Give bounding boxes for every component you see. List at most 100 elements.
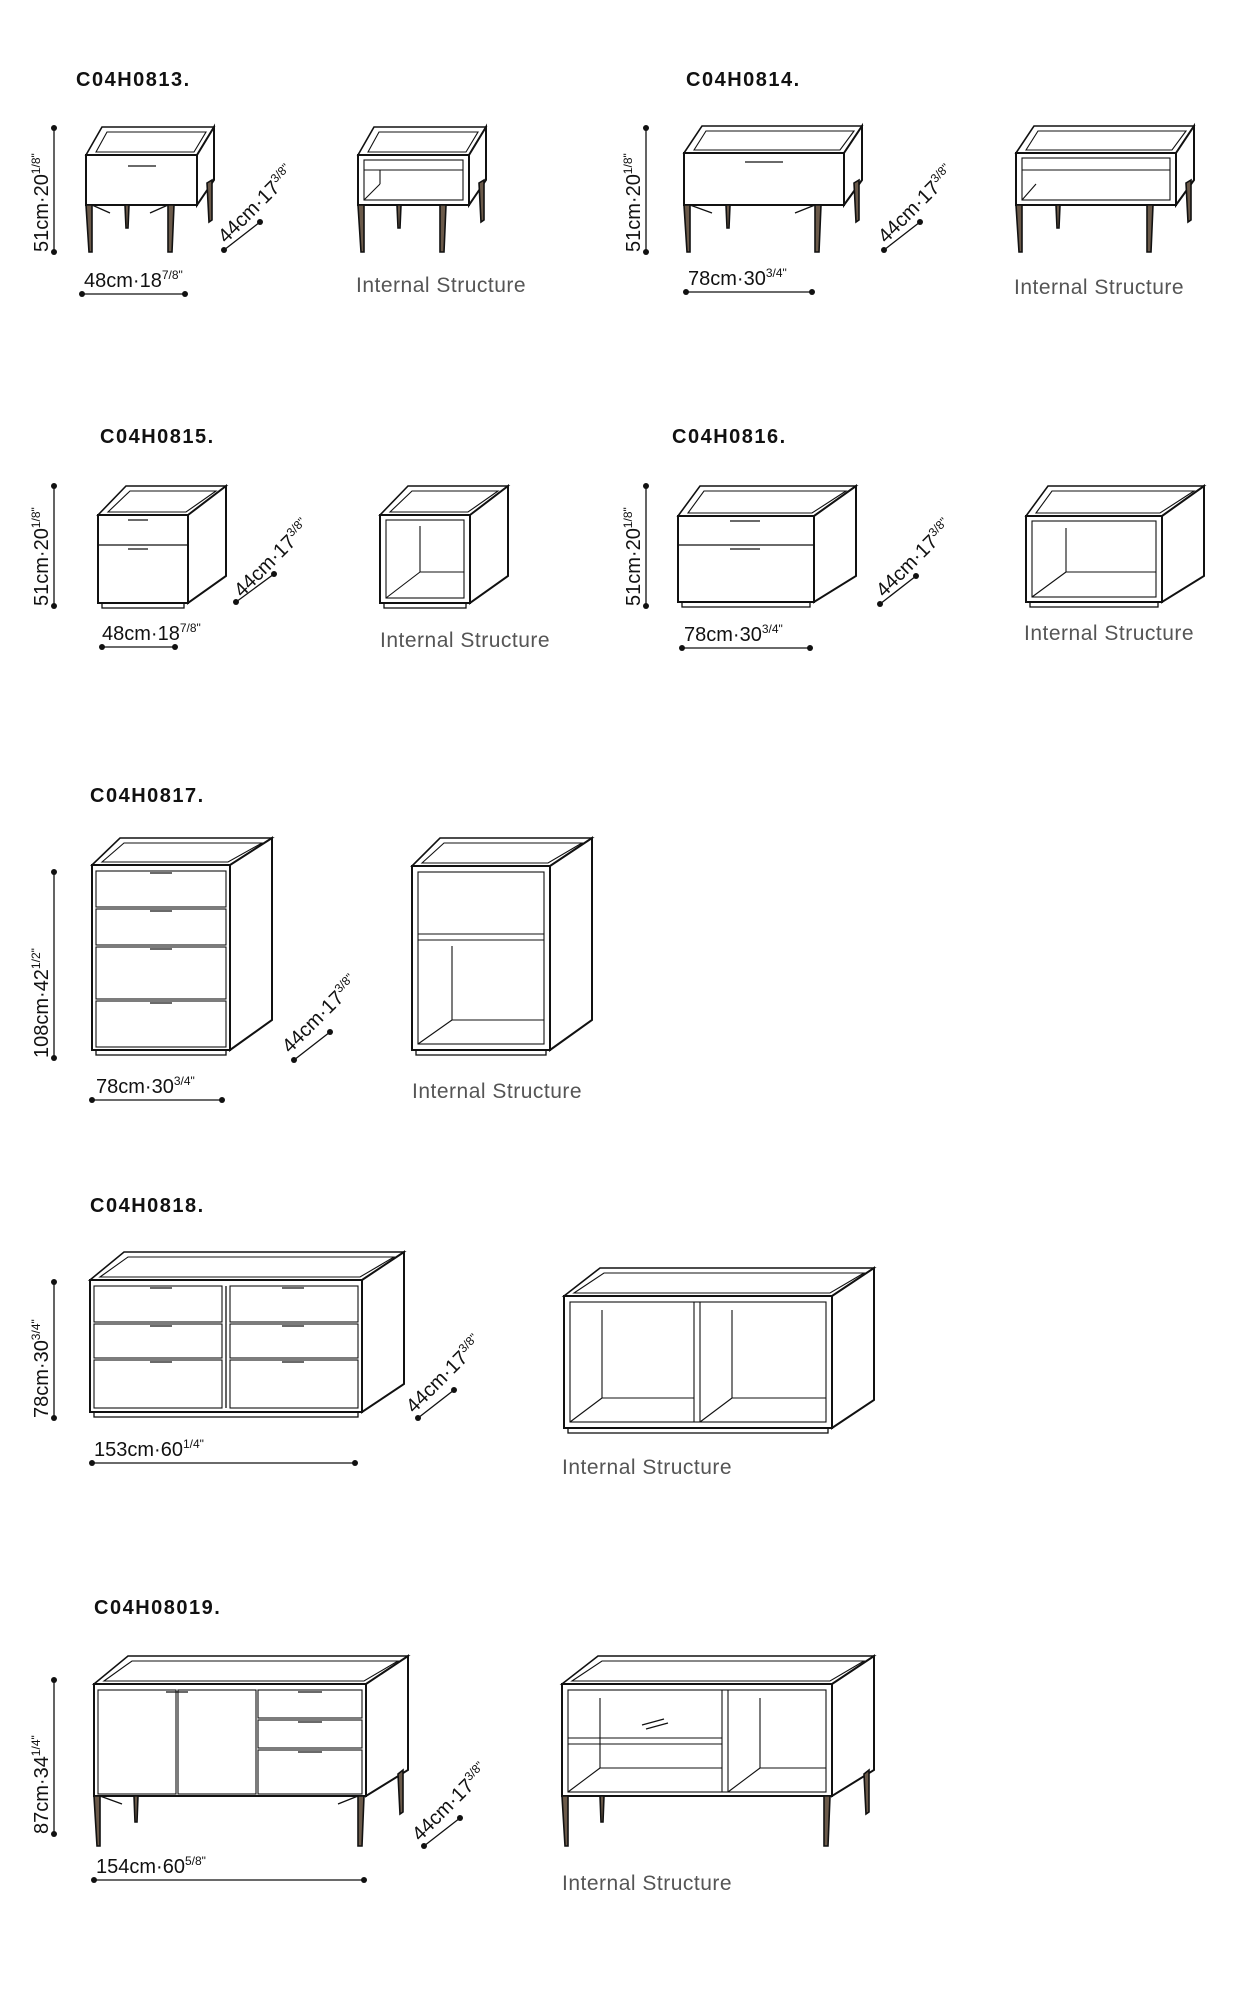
dimension-end-dot [643,483,649,489]
cabinet-leg [1146,204,1154,253]
cabinet-front-view [676,484,859,608]
drawing-text: 78cm·303/4" [688,266,787,290]
cabinet-panel [106,490,218,513]
cabinet-leg [167,204,175,253]
cabinet-section [561,1683,833,1797]
width-fraction: 3/4" [174,1074,195,1088]
cabinet-section [229,1323,359,1359]
cabinet-section [93,1411,359,1418]
drawing-line [699,1397,733,1423]
cabinet-leg [814,204,822,253]
cabinet-panel [229,836,273,1052]
drawing-line [91,204,111,214]
cabinet-section [229,1285,359,1323]
cabinet-section [567,1427,829,1434]
dimension-end-dot [679,645,685,651]
depth-dimension: 44cm·173/8" [871,515,958,607]
dimension-end-dot [91,1877,97,1883]
drawing-line [1021,183,1037,201]
dimension-end-dot [233,599,239,605]
cabinet-section [379,514,471,604]
cabinet-section [683,152,845,206]
drawing-text: 48cm·187/8" [102,621,201,645]
dimension-end-dot [451,1387,457,1393]
product-c04h0818: C04H0818. 78cm·303/4" [29,1195,877,1479]
cabinet-front-view [91,1654,411,1847]
drawing-text: 48cm·187/8" [84,268,183,292]
cabinet-section [257,1689,363,1719]
cabinet-panel [1025,130,1188,151]
cabinet-section [1015,152,1177,206]
cabinet-section [95,870,227,908]
product-code: C04H0814. [686,69,801,91]
dimension-end-dot [361,1877,367,1883]
internal-structure-caption: Internal Structure [1014,276,1184,299]
drawing-line [645,1722,669,1730]
height-label: 51cm·20 [623,528,645,606]
cabinet-panel [561,1267,877,1297]
cabinet-panel [98,1256,397,1278]
cabinet-panel [95,131,207,153]
cabinet-leg [561,1795,569,1847]
cabinet-panel [813,484,857,604]
cabinet-section [95,1000,227,1048]
cabinet-section [101,602,185,609]
cabinet-section [257,1749,363,1795]
dimension-end-dot [51,1279,57,1285]
cabinet-section [95,908,227,946]
drawing-line [337,1795,359,1805]
height-fraction: 1/2" [29,948,43,969]
cabinet-section [383,602,467,609]
cabinet-panel [831,1654,875,1798]
drawing-line [235,573,275,603]
cabinet-section [95,1049,227,1056]
cabinet-section [1031,520,1157,598]
depth-label: 44cm·17 [214,177,285,248]
height-fraction: 1/8" [621,507,635,528]
cabinet-panel [388,490,500,513]
width-dimension: 154cm·605/8" [91,1854,367,1883]
product-c04h0813: C04H0813. 51cm·201/8" 48cm· [29,69,526,297]
cabinet-panel [693,130,856,151]
dimension-end-dot [291,1057,297,1063]
height-dimension: 78cm·303/4" [29,1279,57,1421]
internal-structure-view: Internal Structure [410,836,595,1103]
product-c04h0816: C04H0816. 51cm·201/8" 78cm·303/4" 44cm·1… [621,426,1207,651]
drawing-text: 44cm·173/8" [407,1759,494,1846]
cabinet-panel [831,1266,875,1430]
product-code: C04H0818. [90,1195,205,1217]
drawing-text: 44cm·173/8" [871,515,958,602]
cabinet-section [563,1295,833,1429]
internal-structure-view: Internal Structure [1014,122,1196,299]
cabinet-section [677,515,815,603]
drawing-text: 44cm·173/8" [401,1331,488,1418]
cabinet-panel [91,1655,411,1685]
dimension-end-dot [415,1415,421,1421]
dimension-end-dot [51,483,57,489]
width-label: 78cm·30 [688,268,766,290]
internal-structure-caption: Internal Structure [412,1080,582,1103]
width-dimension: 153cm·601/4" [89,1437,358,1466]
depth-label: 44cm·17 [230,531,301,602]
product-code: C04H0816. [672,426,787,448]
cabinet-section [93,1683,367,1797]
product-c04h0814: C04H0814. 51cm·201/8" 78cm·303/4" [621,69,1196,299]
dimension-end-dot [51,1677,57,1683]
dimension-end-dot [219,1097,225,1103]
cabinet-section [1029,601,1159,608]
cabinet-leg [1015,204,1023,253]
cabinet-leg [133,1795,139,1823]
height-fraction: 1/8" [29,153,43,174]
internal-structure-caption: Internal Structure [562,1456,732,1479]
cabinet-panel [549,836,593,1052]
depth-label: 44cm·17 [408,1775,479,1846]
cabinet-panel [682,125,864,154]
cabinet-panel [1034,490,1196,514]
cabinet-panel [87,1251,407,1281]
dimension-end-dot [79,291,85,297]
drawing-line [99,1795,123,1805]
dimension-end-dot [51,1831,57,1837]
cabinet-leg [725,204,731,229]
product-c04h08019: C04H08019. 87cm·341/4" [29,1597,877,1895]
cabinet-leg [823,1795,831,1847]
